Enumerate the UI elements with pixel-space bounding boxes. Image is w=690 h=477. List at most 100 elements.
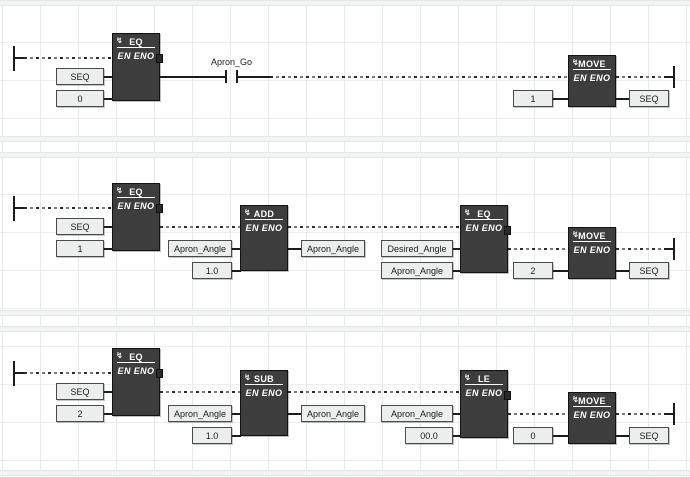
move-block-2[interactable]: ↯ MOVE EN ENO xyxy=(568,227,616,279)
rung-separator-top xyxy=(0,0,690,6)
move-block-1-output-0[interactable]: SEQ xyxy=(629,90,669,107)
move-block-3-en-eno: EN ENO xyxy=(573,410,611,420)
rung-separator-1 xyxy=(0,136,690,142)
branch-icon: ↯ xyxy=(244,373,252,382)
eq-block-2-input-1[interactable]: 1 xyxy=(56,240,104,257)
eq-block-3-input-1[interactable]: Apron_Angle xyxy=(381,262,453,279)
wire-eq4-to-sub xyxy=(160,391,240,393)
eq-block-4-title: EQ xyxy=(129,351,143,362)
eq-block-2-eno-pin[interactable] xyxy=(156,204,163,213)
wire-after-contact xyxy=(238,76,270,78)
eq-block-1-input-1[interactable]: 0 xyxy=(56,90,104,107)
wire-eq3-in0 xyxy=(453,248,461,250)
sub-block-1[interactable]: ↯ SUB EN ENO xyxy=(240,370,288,436)
left-power-rail-1 xyxy=(13,46,25,71)
eq-block-2[interactable]: ↯ EQ EN ENO xyxy=(112,183,163,251)
wire-sub1-out xyxy=(288,413,301,415)
right-power-rail-2 xyxy=(664,238,675,260)
add-block-1-input-1[interactable]: 1.0 xyxy=(192,262,232,279)
move-block-3[interactable]: ↯ MOVE EN ENO xyxy=(568,392,616,444)
add-block-1-title: ADD xyxy=(253,208,275,219)
rung-separator-4 xyxy=(0,326,690,332)
sub-block-1-output-0[interactable]: Apron_Angle xyxy=(301,405,365,422)
move-block-1-header: ↯ MOVE xyxy=(569,56,615,71)
eq-block-4-input-1[interactable]: 2 xyxy=(56,405,104,422)
move-block-1-input-0[interactable]: 1 xyxy=(513,90,553,107)
move-block-2-en-eno: EN ENO xyxy=(573,245,611,255)
wire-move3-in0 xyxy=(553,435,569,437)
wire-eq1-in1 xyxy=(104,98,113,100)
eq-block-2-title: EQ xyxy=(129,186,143,197)
rung-1[interactable]: ↯ EQ EN ENO SEQ 0 Apron_Go ↯ MOVE EN ENO xyxy=(0,0,690,136)
wire-move1-in0 xyxy=(553,98,569,100)
eq-block-3-eno-pin[interactable] xyxy=(504,226,511,235)
eq-block-1-header: ↯ EQ xyxy=(113,34,159,49)
add-block-1[interactable]: ↯ ADD EN ENO xyxy=(240,205,288,271)
wire-move1-eno xyxy=(616,76,673,78)
sub-block-1-header: ↯ SUB xyxy=(241,371,287,386)
sub-block-1-title: SUB xyxy=(254,373,274,384)
eq-block-1-eno-pin[interactable] xyxy=(156,54,163,63)
le-block-1-en-eno: EN ENO xyxy=(465,388,503,398)
move-block-2-output-0[interactable]: SEQ xyxy=(629,262,669,279)
branch-icon: ↯ xyxy=(116,36,124,45)
wire-move2-out xyxy=(616,270,629,272)
move-block-3-output-0[interactable]: SEQ xyxy=(629,427,669,444)
sub-block-1-input-0[interactable]: Apron_Angle xyxy=(168,405,232,422)
le-block-1[interactable]: ↯ LE EN ENO xyxy=(460,370,511,438)
contact-apron-go[interactable]: Apron_Go xyxy=(211,57,252,83)
rung-separator-2 xyxy=(0,152,690,158)
le-block-1-eno-pin[interactable] xyxy=(504,391,511,400)
wire-move1-out xyxy=(616,98,629,100)
wire-eq2-in0 xyxy=(104,226,113,228)
le-block-1-input-1[interactable]: 00.0 xyxy=(405,427,453,444)
eq-block-3-input-0[interactable]: Desired_Angle xyxy=(381,240,453,257)
eq-block-4-header: ↯ EQ xyxy=(113,349,159,364)
add-block-1-input-0[interactable]: Apron_Angle xyxy=(168,240,232,257)
wire-en-eq-4 xyxy=(24,372,112,374)
eq-block-3-en-eno: EN ENO xyxy=(465,223,503,233)
move-block-2-input-0[interactable]: 2 xyxy=(513,262,553,279)
branch-icon: ↯ xyxy=(244,208,252,217)
le-block-1-input-0[interactable]: Apron_Angle xyxy=(381,405,453,422)
wire-sub1-in1 xyxy=(232,435,241,437)
wire-eq4-in0 xyxy=(104,391,113,393)
eq-block-3[interactable]: ↯ EQ EN ENO xyxy=(460,205,511,273)
add-block-1-output-0[interactable]: Apron_Angle xyxy=(301,240,365,257)
rung-2[interactable]: ↯ EQ EN ENO SEQ 1 ↯ ADD EN ENO Apron_Ang… xyxy=(0,152,690,310)
move-block-2-title: MOVE xyxy=(578,230,606,241)
eq-block-2-en-eno: EN ENO xyxy=(117,201,155,211)
move-block-1-en-eno: EN ENO xyxy=(573,73,611,83)
wire-eq1-in0 xyxy=(104,76,113,78)
branch-icon: ↯ xyxy=(464,208,472,217)
eq-block-4-eno-pin[interactable] xyxy=(156,369,163,378)
eq-block-4[interactable]: ↯ EQ EN ENO xyxy=(112,348,163,416)
add-block-1-en-eno: EN ENO xyxy=(245,223,283,233)
wire-move2-eno xyxy=(616,248,673,250)
sub-block-1-input-1[interactable]: 1.0 xyxy=(192,427,232,444)
branch-icon: ↯ xyxy=(572,395,580,404)
move-block-3-input-0[interactable]: 0 xyxy=(513,427,553,444)
wire-eq1-out xyxy=(160,76,225,78)
contact-apron-go-left-bar xyxy=(225,70,227,83)
wire-move3-out xyxy=(616,435,629,437)
rung-3[interactable]: ↯ EQ EN ENO SEQ 2 ↯ SUB EN ENO Apron_Ang… xyxy=(0,326,690,470)
eq-block-1[interactable]: ↯ EQ EN ENO xyxy=(112,33,163,101)
right-power-rail-3 xyxy=(664,403,675,425)
wire-eq4-in1 xyxy=(104,413,113,415)
eq-block-1-input-0[interactable]: SEQ xyxy=(56,68,104,85)
left-power-rail-3 xyxy=(13,361,25,386)
eq-block-2-input-0[interactable]: SEQ xyxy=(56,218,104,235)
move-block-1[interactable]: ↯ MOVE EN ENO xyxy=(568,55,616,107)
eq-block-2-header: ↯ EQ xyxy=(113,184,159,199)
eq-block-3-title: EQ xyxy=(477,208,491,219)
wire-add1-in0 xyxy=(232,248,241,250)
branch-icon: ↯ xyxy=(572,58,580,67)
wire-add1-in1 xyxy=(232,270,241,272)
sub-block-1-en-eno: EN ENO xyxy=(245,388,283,398)
eq-block-4-input-0[interactable]: SEQ xyxy=(56,383,104,400)
wire-sub1-to-le1 xyxy=(288,391,460,393)
wire-eq2-in1 xyxy=(104,248,113,250)
wire-eq3-in1 xyxy=(453,270,461,272)
